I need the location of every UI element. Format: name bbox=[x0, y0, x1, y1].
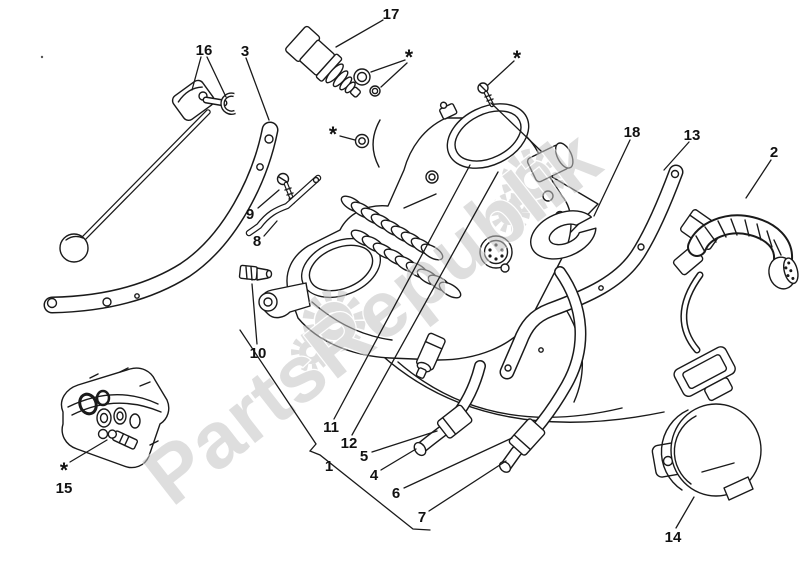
leader-8 bbox=[263, 220, 278, 237]
callout-5: 5 bbox=[360, 448, 368, 465]
front-intake-bore bbox=[300, 237, 382, 299]
hose-assembly-4-5 bbox=[413, 360, 486, 457]
leader-17 bbox=[335, 19, 384, 48]
leader-6 bbox=[403, 437, 513, 489]
part-13-bracket bbox=[499, 164, 684, 380]
leader-asterisk-injector-b bbox=[380, 62, 408, 88]
part-16-link-rod bbox=[59, 79, 236, 263]
callout-3: 3 bbox=[241, 43, 249, 60]
leader-10 bbox=[251, 283, 258, 345]
callout-15: 15 bbox=[56, 480, 73, 497]
rod-linkage-head bbox=[171, 79, 215, 121]
leader-16a bbox=[191, 56, 202, 91]
part-2-harness bbox=[672, 209, 799, 402]
callout-14: 14 bbox=[665, 529, 682, 546]
part-17-injector bbox=[285, 25, 361, 98]
callout-13: 13 bbox=[684, 127, 701, 144]
lower-injector bbox=[415, 332, 446, 379]
watermark-gear-icon bbox=[299, 340, 324, 364]
rod-ball-end bbox=[59, 233, 89, 263]
leader-1-bracket bbox=[239, 329, 431, 531]
hose-sleeve-5 bbox=[436, 404, 473, 439]
round-connector bbox=[479, 235, 513, 269]
corrugated-hose-lower bbox=[350, 229, 462, 299]
mounting-screw bbox=[477, 82, 495, 108]
callout-8: 8 bbox=[253, 233, 261, 250]
callout-6: 6 bbox=[392, 485, 400, 502]
leader-15 bbox=[69, 439, 108, 463]
callout-12: 12 bbox=[341, 435, 358, 452]
throttle-body-assembly bbox=[258, 101, 599, 379]
leader-9 bbox=[257, 189, 280, 209]
leader-screw-target bbox=[490, 102, 542, 152]
asterisk-marker-screw: * bbox=[513, 47, 522, 70]
hose-assembly-6-7 bbox=[498, 266, 587, 473]
part-14-sensor bbox=[651, 403, 762, 501]
part-18-gasket bbox=[530, 210, 597, 260]
hose-open-end-7 bbox=[498, 461, 512, 473]
leader-5 bbox=[371, 430, 438, 453]
callout-9: 9 bbox=[246, 206, 254, 223]
watermark-gear-icon bbox=[315, 302, 354, 340]
harness-flat-connector bbox=[673, 346, 736, 402]
oring-mid bbox=[354, 119, 381, 168]
leader-asterisk-injector-a bbox=[370, 59, 406, 73]
leader-16b bbox=[206, 56, 227, 98]
asterisk-marker-kit: * bbox=[60, 459, 69, 482]
callout-2: 2 bbox=[770, 144, 778, 161]
leader-4 bbox=[380, 448, 417, 471]
leader-asterisk-screw bbox=[487, 60, 515, 86]
harness-ribs bbox=[695, 218, 782, 256]
injector-orings bbox=[353, 68, 381, 97]
corrugated-hose-upper bbox=[340, 195, 444, 261]
callout-11: 11 bbox=[323, 419, 339, 436]
callout-labels: 1 2 3 4 5 6 7 8 9 10 11 12 13 14 15 16 1… bbox=[56, 6, 779, 546]
part-3-bracket bbox=[43, 121, 279, 314]
leader-asterisk-mid bbox=[339, 135, 356, 141]
asterisk-marker-injector: * bbox=[405, 46, 414, 69]
leader-18 bbox=[593, 139, 631, 217]
leader-12 bbox=[351, 171, 499, 436]
left-mount-arm bbox=[258, 282, 311, 319]
leader-7 bbox=[428, 460, 507, 512]
paper-speck bbox=[40, 55, 44, 59]
leader-3 bbox=[245, 57, 270, 121]
bore-clamp bbox=[439, 101, 458, 120]
watermark-gear-icon bbox=[514, 161, 553, 200]
leader-14 bbox=[675, 496, 695, 529]
callout-18: 18 bbox=[624, 124, 641, 141]
callout-16: 16 bbox=[196, 42, 213, 59]
leader-11 bbox=[333, 164, 471, 420]
harness-round-connector bbox=[768, 256, 799, 290]
hose-open-end-4 bbox=[413, 441, 427, 457]
watermark-gear-icon bbox=[498, 201, 523, 225]
callout-10: 10 bbox=[250, 345, 267, 362]
hose-sleeve-6 bbox=[508, 418, 546, 456]
callout-1: 1 bbox=[325, 458, 333, 475]
callout-17: 17 bbox=[383, 6, 400, 23]
callout-7: 7 bbox=[418, 509, 426, 526]
leader-13 bbox=[663, 141, 690, 171]
part-10-sensor bbox=[238, 264, 273, 281]
leader-lines bbox=[69, 19, 772, 531]
part-15-gasket-kit bbox=[60, 367, 170, 469]
leader-2 bbox=[745, 159, 772, 199]
callout-4: 4 bbox=[370, 467, 379, 484]
part-8-lever bbox=[245, 174, 322, 237]
throttle-body bbox=[286, 117, 572, 361]
asterisk-marker-oring: * bbox=[329, 123, 338, 146]
